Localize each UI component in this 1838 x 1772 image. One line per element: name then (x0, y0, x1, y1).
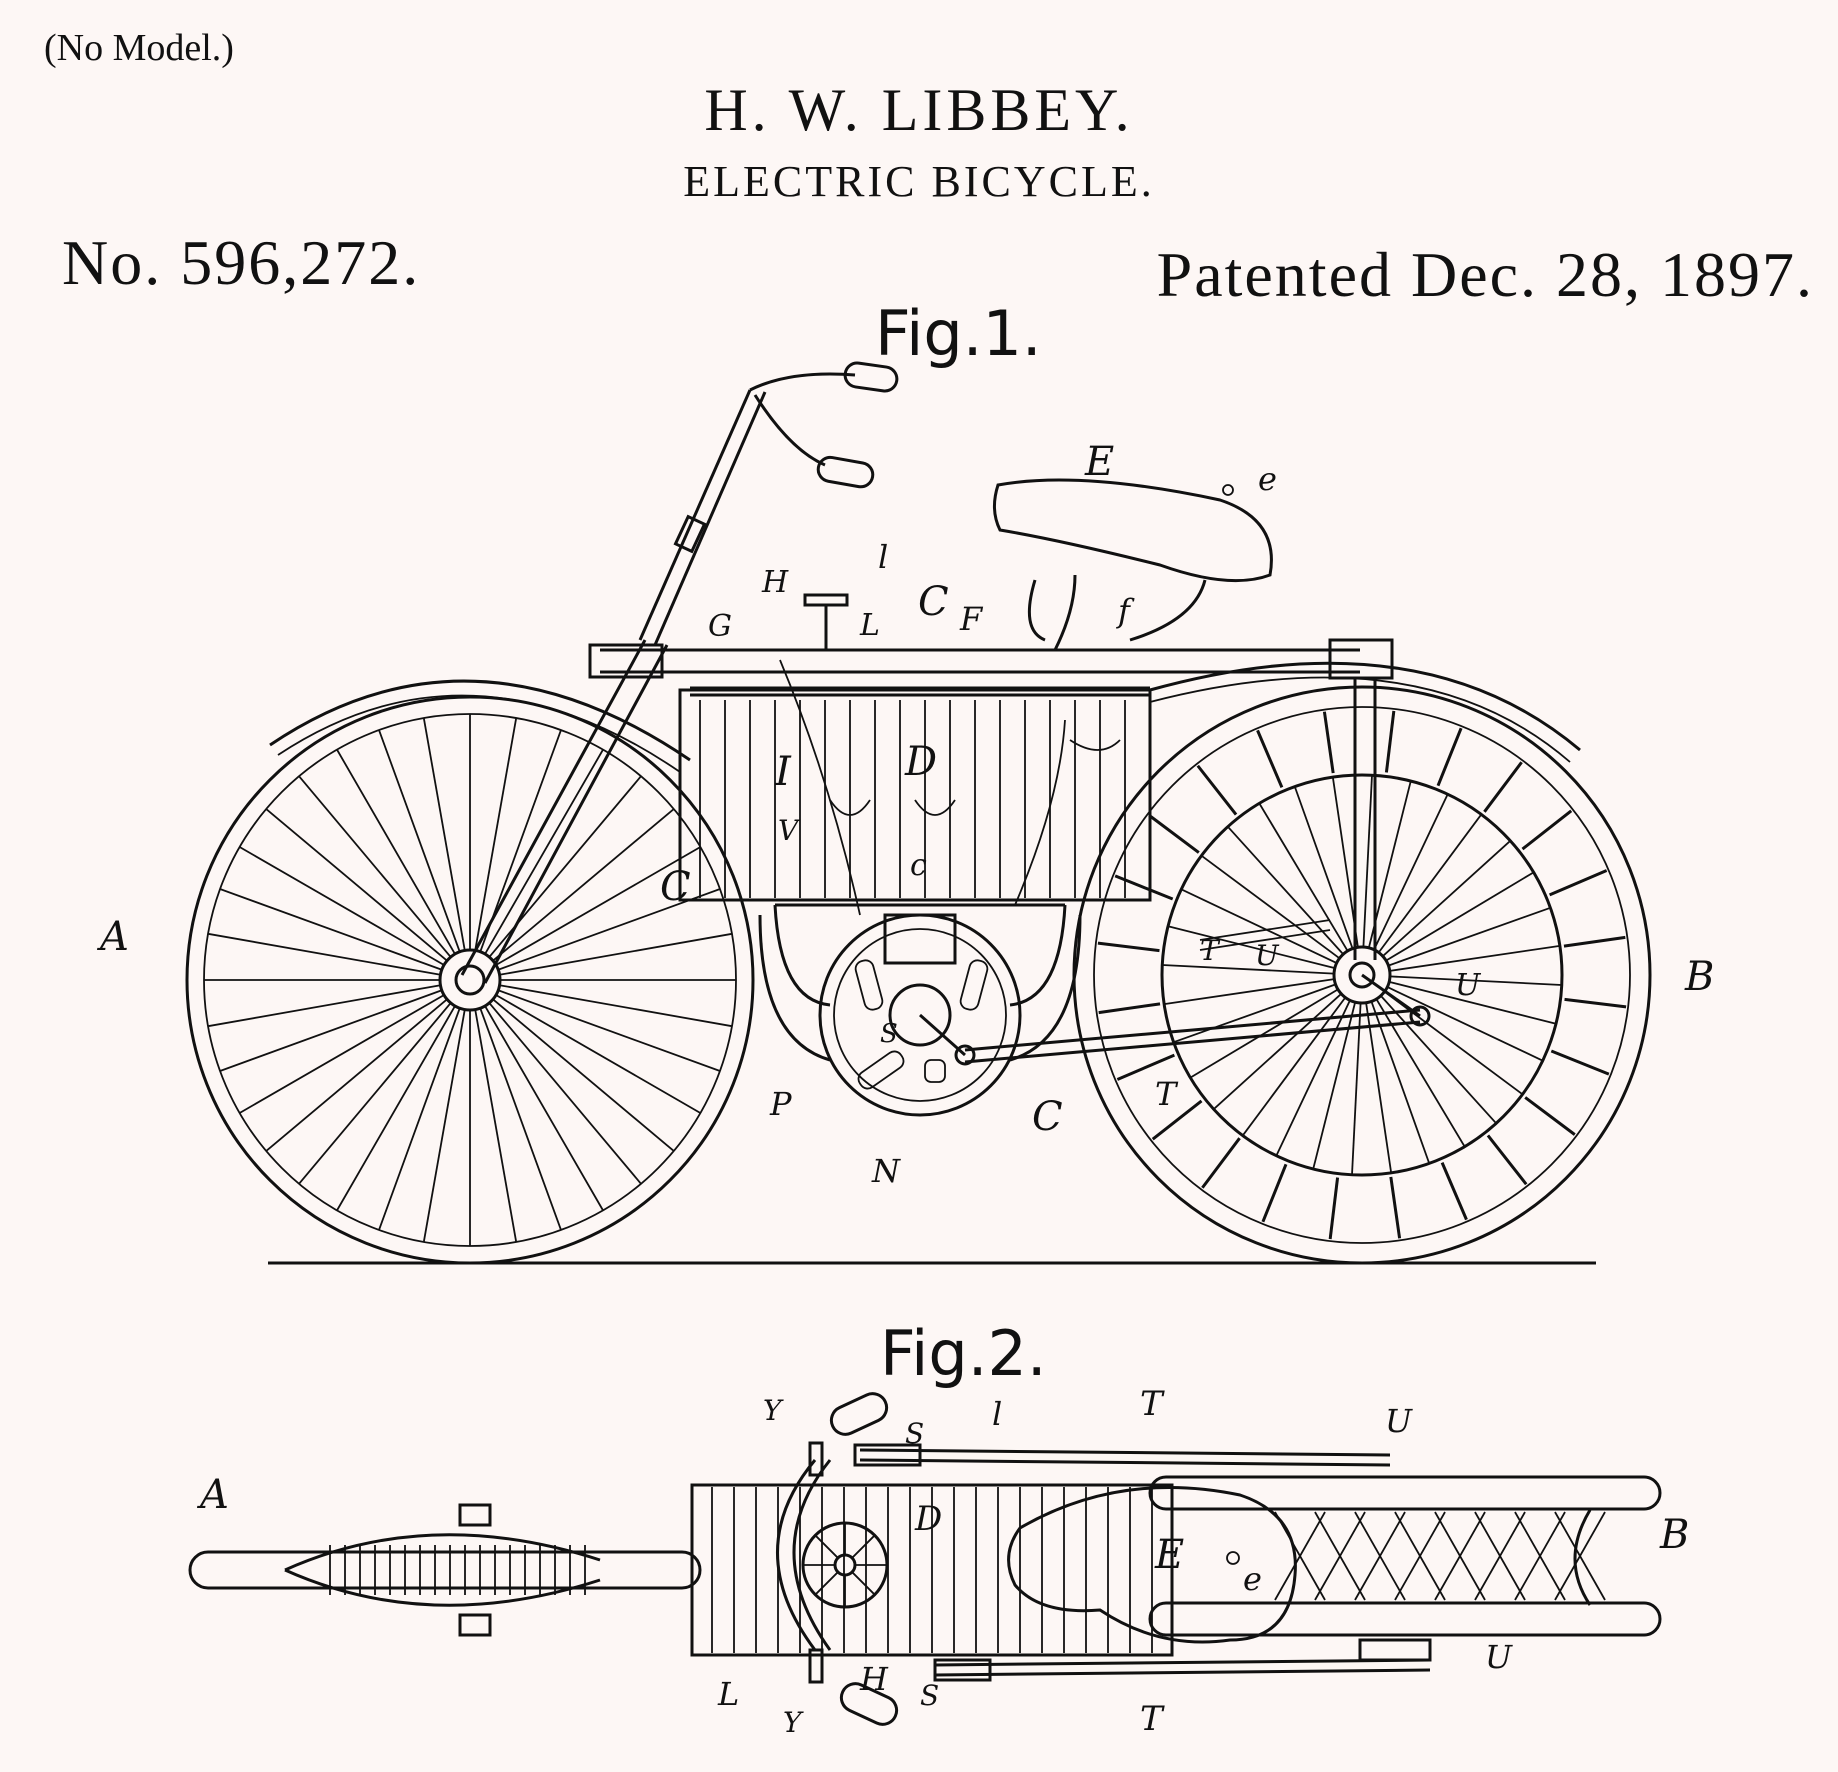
ref-U2: U (1455, 968, 1482, 1003)
fig1: Fig.1. (96, 297, 1714, 1265)
fig2-ref-D: D (914, 1499, 942, 1539)
ref-H: H (761, 565, 789, 600)
ref-C1: C (660, 864, 691, 910)
ref-c: c (910, 848, 927, 883)
no-model-note: (No Model.) (44, 27, 234, 69)
ref-f: f (1116, 592, 1135, 630)
fig2-drive-rods (853, 1443, 1432, 1682)
fig2-label: Fig.2. (880, 1317, 1047, 1390)
saddle (993, 478, 1273, 651)
ref-L: L (859, 608, 880, 643)
fig2-ref-S1: S (905, 1417, 924, 1450)
fig2-ref-Y2: Y (783, 1706, 804, 1739)
ref-C2: C (918, 579, 949, 625)
patent-date: Patented Dec. 28, 1897. (1156, 239, 1814, 310)
ref-F: F (959, 600, 984, 638)
fig2-ref-e: e (1243, 1560, 1262, 1598)
fig2-handlebar (776, 1392, 899, 1726)
front-wheel (185, 695, 755, 1265)
fig2-ref-H: H (859, 1660, 889, 1698)
ref-I: I (774, 749, 792, 795)
fig2-ref-E: E (1154, 1532, 1184, 1578)
fig2-ref-l: l (992, 1395, 1002, 1433)
ref-e: e (1258, 460, 1277, 498)
handlebar (749, 361, 899, 489)
ref-N: N (871, 1152, 901, 1190)
fig2: Fig.2. (188, 1317, 1689, 1739)
motor-housing (818, 913, 1022, 1117)
fig2-controller-wheel (801, 1521, 889, 1609)
ref-E: E (1084, 439, 1114, 485)
front-fork (460, 389, 767, 984)
ref-P: P (769, 1085, 792, 1123)
ref-V: V (778, 814, 801, 847)
fig2-ref-Y1: Y (763, 1394, 784, 1427)
ref-D: D (904, 739, 937, 785)
invention-title: ELECTRIC BICYCLE. (683, 157, 1155, 206)
fig2-ref-U2: U (1485, 1638, 1513, 1676)
drive-rod (919, 919, 1431, 1066)
wiring (779, 659, 1121, 916)
rear-wheel (1072, 685, 1652, 1265)
fig2-ref-L: L (717, 1675, 739, 1713)
ref-A: A (96, 914, 129, 960)
ref-G: G (708, 609, 732, 644)
front-fender-inner (277, 694, 681, 773)
ref-S: S (880, 1019, 898, 1049)
fig1-label: Fig.1. (875, 297, 1042, 370)
ref-T1: T (1200, 934, 1221, 967)
rear-fender-inner (1149, 676, 1571, 763)
controller-switch (780, 593, 849, 652)
ref-U1: U (1255, 939, 1280, 972)
ref-T2: T (1155, 1075, 1179, 1113)
fig2-ref-T2: T (1140, 1699, 1165, 1739)
ref-C3: C (1032, 1094, 1063, 1140)
battery-box (678, 686, 1152, 902)
frame-top-tube (588, 638, 1394, 680)
fig2-ref-A: A (196, 1472, 229, 1518)
ref-l: l (878, 538, 888, 576)
ref-B: B (1684, 954, 1714, 1000)
fig2-ref-B: B (1659, 1512, 1689, 1558)
fig2-rear-frame (1148, 1475, 1662, 1637)
fig2-front-wheel (188, 1503, 702, 1637)
fig2-ref-T1: T (1140, 1384, 1165, 1424)
fig2-saddle (1007, 1485, 1297, 1644)
front-fender (269, 679, 691, 762)
fig2-ref-S2: S (920, 1679, 939, 1712)
fig2-ref-U1: U (1385, 1402, 1413, 1440)
inventor-name: H. W. LIBBEY. (704, 77, 1134, 143)
patent-number: No. 596,272. (62, 227, 421, 298)
fig2-reference-letters: A B D E e H L l S S T T U U Y Y (196, 1384, 1689, 1739)
rear-fork (1353, 678, 1377, 960)
fig1-reference-letters: A B C C C c D E e F f G H I L l N P S T … (96, 439, 1714, 1190)
